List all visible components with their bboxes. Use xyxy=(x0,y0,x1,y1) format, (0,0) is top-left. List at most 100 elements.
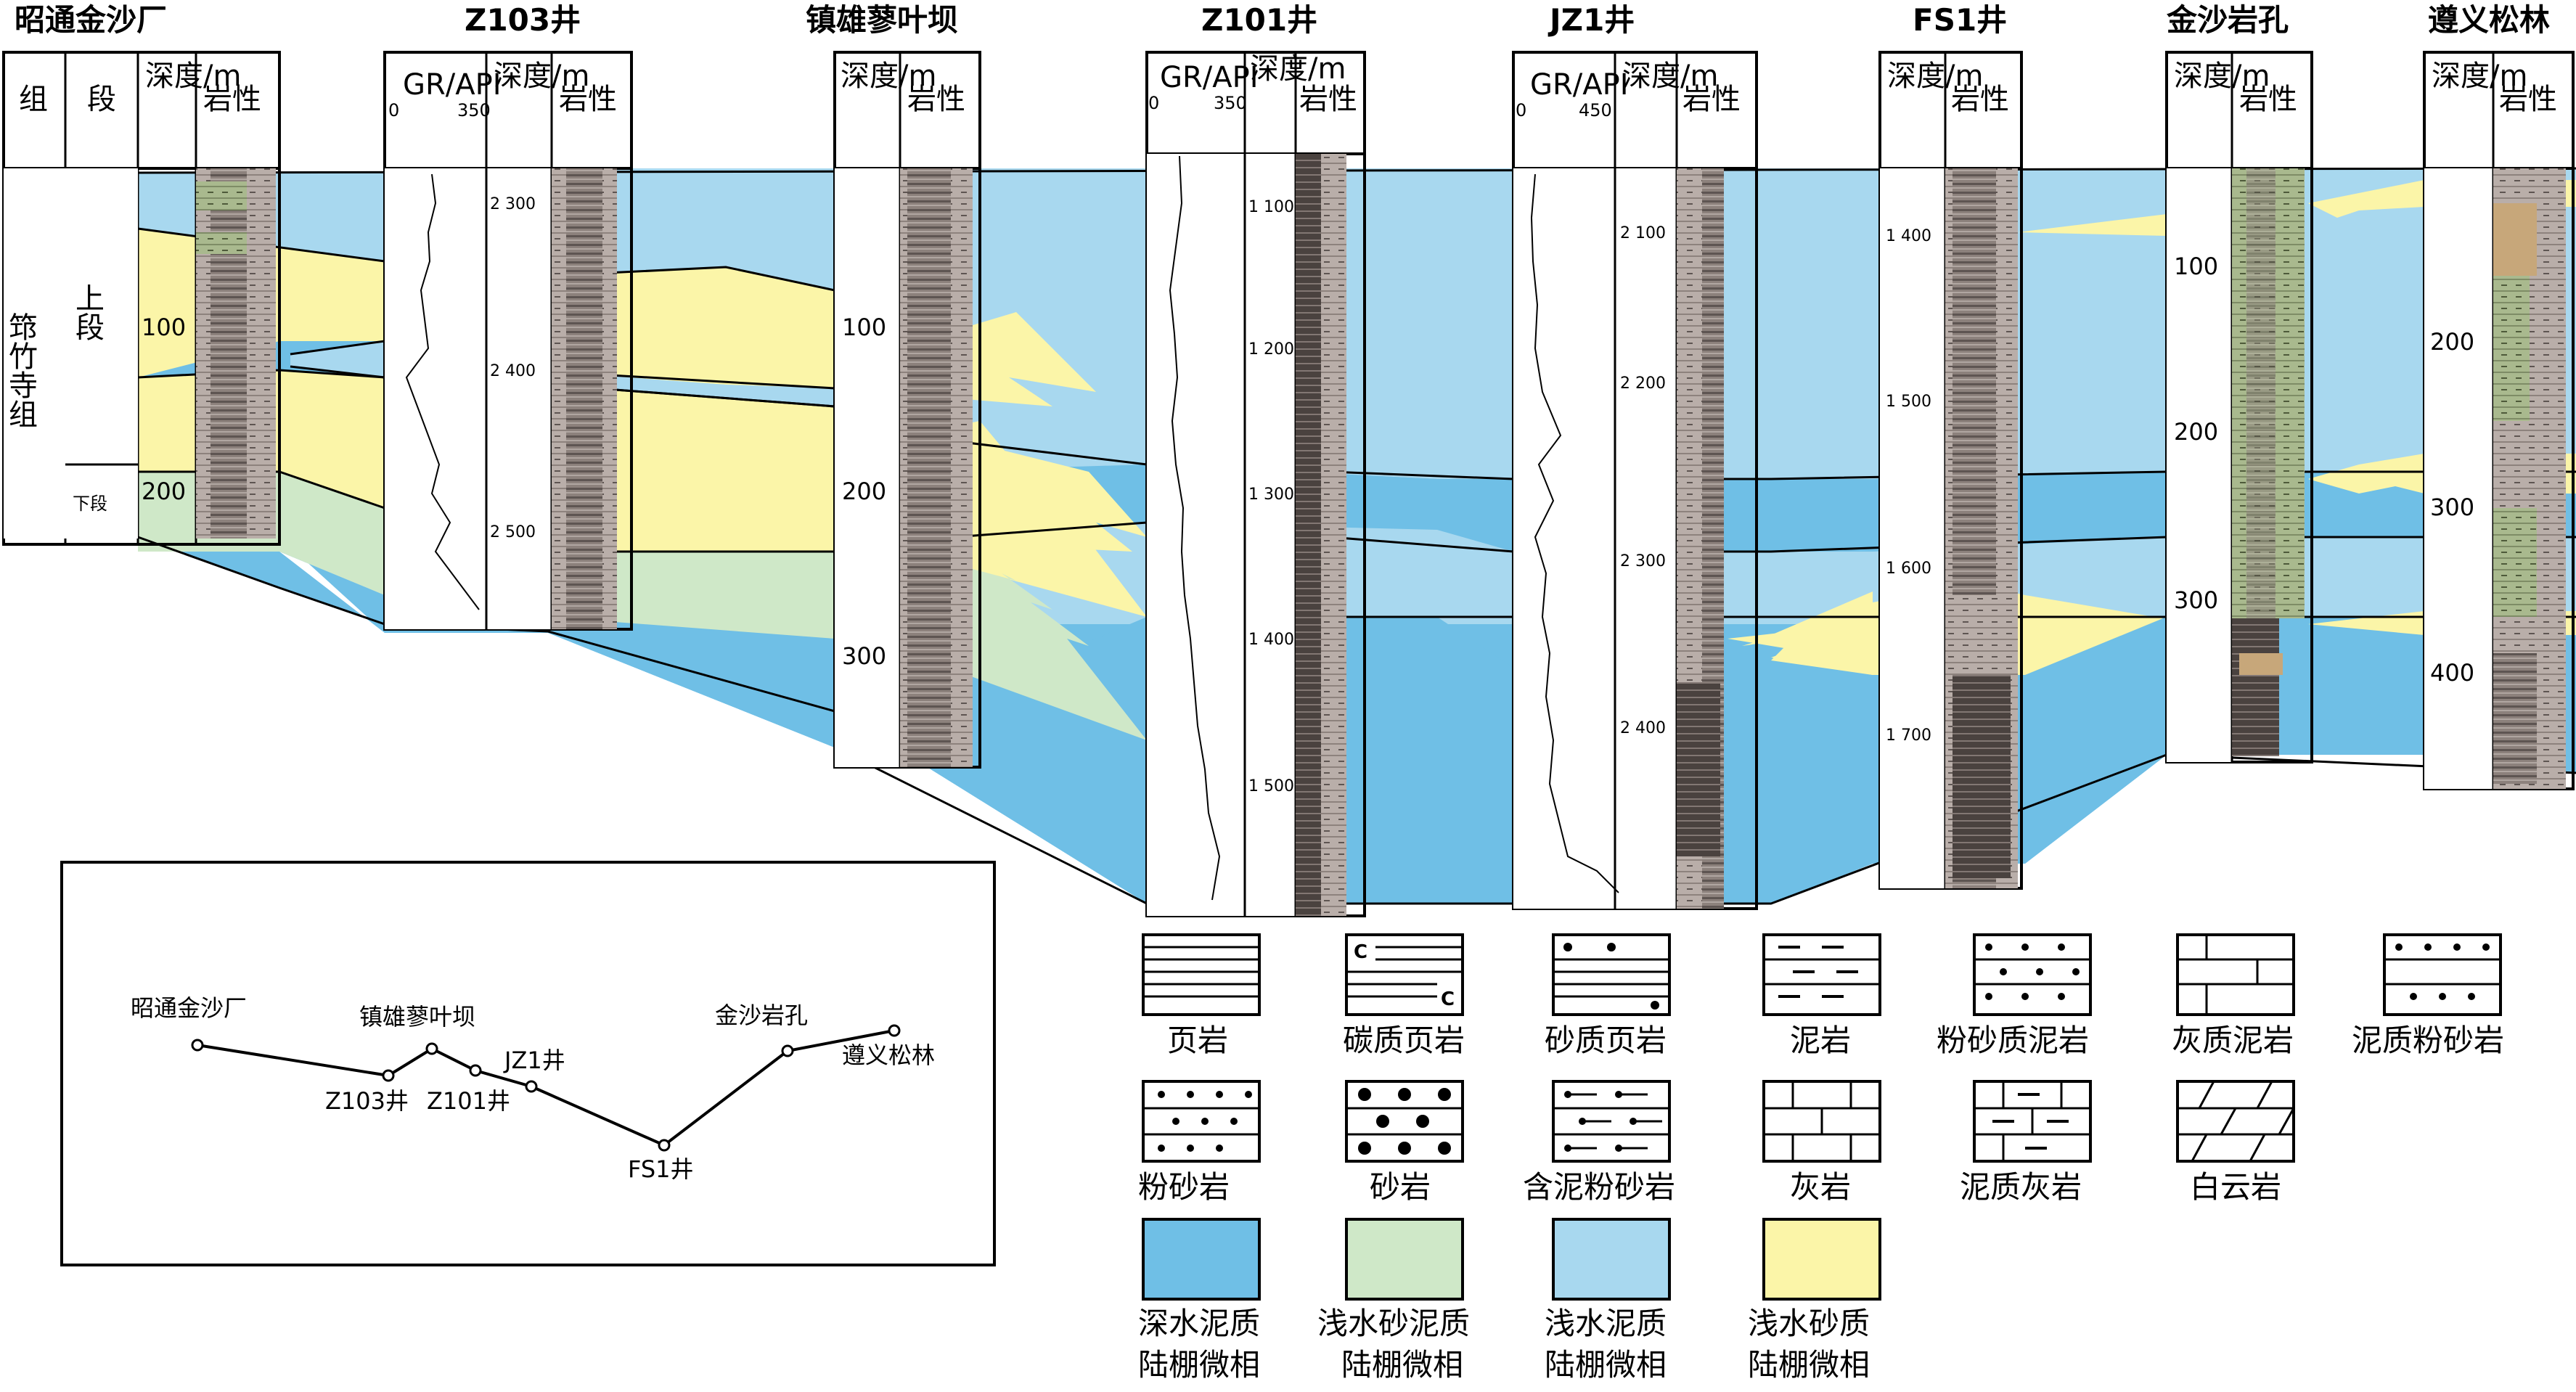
depth-tick: 1 700 xyxy=(1886,726,1931,745)
depth-tick: 1 300 xyxy=(1248,486,1294,504)
well-title: 昭通金沙厂 xyxy=(15,2,167,38)
header-lithology: 岩性 xyxy=(2499,83,2557,116)
gr-max: 450 xyxy=(1579,100,1612,120)
well-title: 金沙岩孔 xyxy=(2166,2,2289,38)
header-lithology: 岩性 xyxy=(907,83,965,116)
formation-label: 筇竹寺组 xyxy=(4,312,37,428)
svg-text:C: C xyxy=(1354,941,1367,963)
gr-label: GR/API xyxy=(403,68,502,102)
map-point xyxy=(781,1044,794,1057)
header-depth: 深度/m xyxy=(841,60,936,93)
gr-label: GR/API xyxy=(1530,68,1629,102)
header-lithology: 岩性 xyxy=(203,83,261,116)
svg-text:C: C xyxy=(1441,988,1455,1010)
well-zhenxiong: 镇雄蓼叶坝 深度/m 岩性 100 200 300 xyxy=(806,2,981,769)
legend-facies-line1: 浅水砂质 xyxy=(1748,1306,1870,1341)
legend-label: 碳质页岩 xyxy=(1343,1023,1465,1058)
legend-label: 泥质粉砂岩 xyxy=(2352,1023,2504,1058)
depth-tick: 1 200 xyxy=(1248,340,1294,359)
legend-arg-lime: 泥质灰岩 xyxy=(1960,1080,2092,1205)
gr-max: 350 xyxy=(1214,93,1247,113)
gr-min: 0 xyxy=(388,100,399,120)
legend-facies-sandmud: 浅水砂泥质 陆棚微相 xyxy=(1317,1218,1470,1383)
legend-facies-line1: 浅水砂泥质 xyxy=(1317,1306,1470,1341)
map-label: 金沙岩孔 xyxy=(715,1002,808,1029)
map-point xyxy=(191,1039,204,1052)
map-point xyxy=(888,1024,901,1037)
depth-tick: 200 xyxy=(2430,328,2474,356)
well-title: FS1井 xyxy=(1913,2,2007,38)
legend-label: 泥岩 xyxy=(1790,1023,1851,1058)
depth-tick: 1 100 xyxy=(1248,198,1294,216)
legend-label: 灰质泥岩 xyxy=(2172,1023,2294,1058)
map-label: Z101井 xyxy=(427,1087,510,1115)
header-depth: 深度/m xyxy=(494,60,589,93)
legend-facies-line1: 深水泥质 xyxy=(1138,1306,1260,1341)
legend-label: 灰岩 xyxy=(1790,1169,1851,1205)
header-lithology: 岩性 xyxy=(2239,83,2297,116)
map-label: Z103井 xyxy=(325,1087,409,1115)
depth-tick: 100 xyxy=(842,314,886,341)
header-depth: 深度/m xyxy=(1887,60,1983,93)
depth-tick: 300 xyxy=(2430,494,2474,521)
header-lithology: 岩性 xyxy=(1682,83,1741,116)
depth-tick: 400 xyxy=(2430,659,2474,687)
legend-siltstone: 粉砂岩 xyxy=(1138,1080,1261,1205)
well-fs1: FS1井 深度/m 岩性 1 400 1 500 1 600 1 700 xyxy=(1878,2,2023,890)
depth-tick: 1 500 xyxy=(1886,393,1931,411)
depth-tick: 300 xyxy=(842,642,886,670)
band-sand-fs1-left xyxy=(1742,591,1873,675)
depth-tick: 1 600 xyxy=(1886,560,1931,578)
depth-tick: 2 400 xyxy=(1620,719,1666,737)
gr-max: 350 xyxy=(457,100,491,120)
header-lithology: 岩性 xyxy=(1299,83,1357,116)
legend-muddy-silt: 含泥粉砂岩 xyxy=(1523,1080,1675,1205)
map-point xyxy=(382,1069,395,1082)
gr-curve xyxy=(1169,155,1221,901)
depth-tick: 100 xyxy=(142,314,186,341)
gr-min: 0 xyxy=(1148,93,1159,113)
gr-label: GR/API xyxy=(1160,61,1259,94)
section-line xyxy=(197,1029,895,1147)
well-zhaotong: 昭通金沙厂 组 段 深度/m 岩性 筇竹寺组 上段 下段 100 200 xyxy=(2,2,281,546)
legend-carb-shale: C C 碳质页岩 xyxy=(1343,933,1465,1058)
depth-tick: 1 400 xyxy=(1886,227,1931,245)
legend-facies-line2: 陆棚微相 xyxy=(1138,1347,1260,1383)
location-map: 昭通金沙厂 镇雄蓼叶坝 Z103井 Z101井 JZ1井 FS1井 金沙岩孔 遵… xyxy=(60,861,996,1266)
gr-curve xyxy=(1530,173,1619,893)
map-label: 镇雄蓼叶坝 xyxy=(359,1003,475,1031)
depth-tick: 100 xyxy=(2174,253,2218,280)
legend-label: 泥质灰岩 xyxy=(1960,1169,2082,1205)
legend-silty-mud: 粉砂质泥岩 xyxy=(1937,933,2092,1058)
map-point xyxy=(425,1042,438,1055)
well-title: Z103井 xyxy=(465,2,581,38)
depth-tick: 300 xyxy=(2174,586,2218,614)
depth-tick: 2 300 xyxy=(490,195,536,213)
header-depth: 深度/m xyxy=(2432,60,2527,93)
legend-facies-deep: 深水泥质 陆棚微相 xyxy=(1138,1218,1261,1383)
depth-tick: 2 200 xyxy=(1620,374,1666,393)
header-lithology: 岩性 xyxy=(559,83,617,116)
legend-facies-sand: 浅水砂质 陆棚微相 xyxy=(1748,1218,1881,1383)
legend-label: 页岩 xyxy=(1167,1023,1228,1058)
legend-shale: 页岩 xyxy=(1142,933,1261,1058)
legend: 页岩 C C 碳质页岩 砂质页岩 泥岩 粉砂质泥岩 xyxy=(1138,933,2504,1383)
legend-facies-line2: 陆棚微相 xyxy=(1748,1347,1870,1383)
well-z103: Z103井 GR/API 0 350 深度/m 岩性 2 300 2 400 2… xyxy=(383,2,633,631)
map-label: 昭通金沙厂 xyxy=(131,994,247,1022)
depth-tick: 2 300 xyxy=(1620,552,1666,570)
depth-tick: 1 400 xyxy=(1248,631,1294,649)
map-point xyxy=(469,1064,482,1077)
legend-limestone: 灰岩 xyxy=(1762,1080,1881,1205)
depth-tick: 2 500 xyxy=(490,523,536,541)
map-label: JZ1井 xyxy=(503,1047,565,1074)
legend-arg-silt: 泥质粉砂岩 xyxy=(2352,933,2504,1058)
well-title: Z101井 xyxy=(1201,2,1317,38)
legend-facies-line2: 陆棚微相 xyxy=(1545,1347,1667,1383)
map-point xyxy=(525,1080,538,1093)
header-depth: 深度/m xyxy=(2174,60,2270,93)
legend-label: 粉砂岩 xyxy=(1138,1169,1230,1205)
gr-min: 0 xyxy=(1516,100,1526,120)
legend-label: 白云岩 xyxy=(2190,1169,2281,1205)
